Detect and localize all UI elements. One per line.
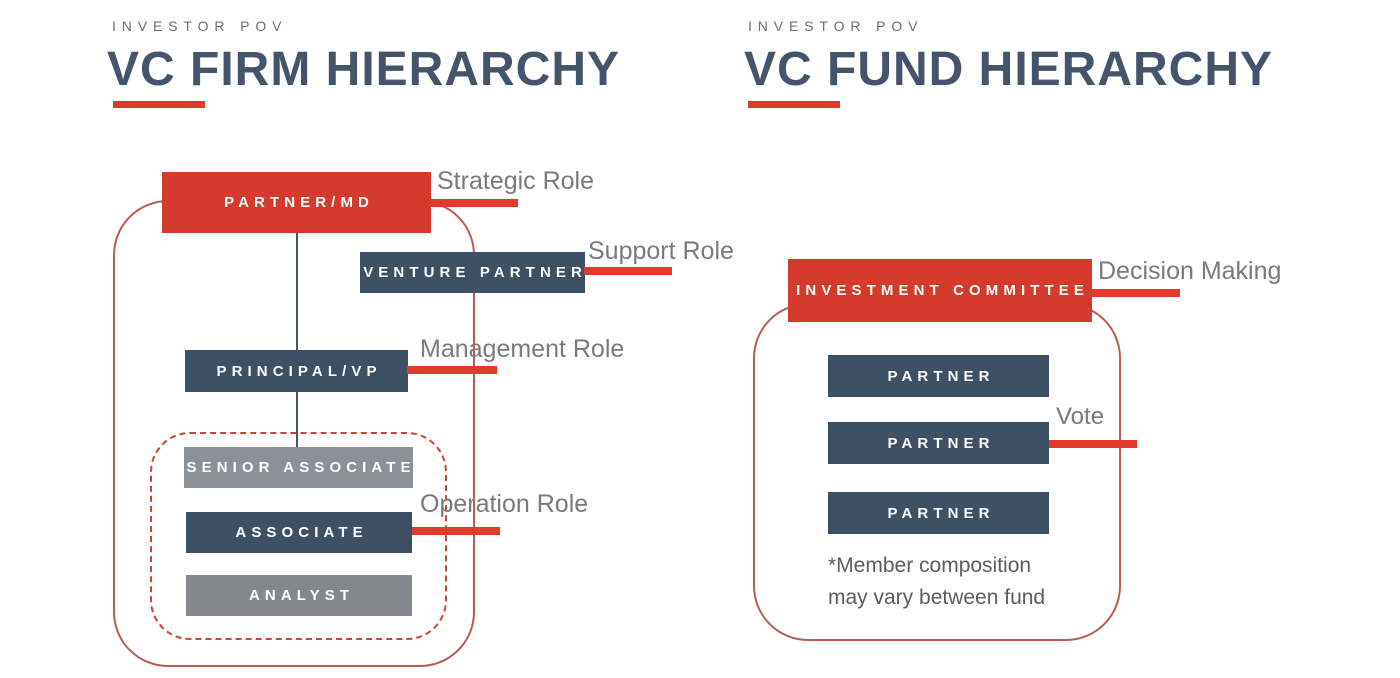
node-partner-1-label: PARTNER xyxy=(887,367,995,385)
decision-making-pointer-line xyxy=(1092,289,1180,297)
node-associate: ASSOCIATE xyxy=(186,512,412,553)
node-venture-partner: VENTURE PARTNER xyxy=(360,252,585,293)
management-role-label: Management Role xyxy=(420,335,625,363)
node-partner-3: PARTNER xyxy=(828,492,1049,534)
left-title-underline xyxy=(113,101,205,108)
node-investment-committee: INVESTMENT COMMITTEE xyxy=(788,259,1092,322)
node-venture-partner-label: VENTURE PARTNER xyxy=(363,264,587,281)
right-title-underline xyxy=(748,101,840,108)
left-eyebrow-label: INVESTOR POV xyxy=(112,18,288,34)
node-principal-vp-label: PRINCIPAL/VP xyxy=(216,362,382,380)
member-footnote-line1: *Member composition xyxy=(828,554,1032,577)
node-partner-md-label: PARTNER/MD xyxy=(224,194,374,211)
node-associate-label: ASSOCIATE xyxy=(235,524,368,541)
node-partner-md: PARTNER/MD xyxy=(162,172,431,233)
vote-label: Vote xyxy=(1056,403,1105,430)
support-role-pointer-line xyxy=(584,267,672,275)
strategic-role-pointer-line xyxy=(430,199,518,207)
support-role-label: Support Role xyxy=(588,237,734,265)
node-principal-vp: PRINCIPAL/VP xyxy=(185,350,408,392)
left-hierarchy-connector-line xyxy=(296,233,298,448)
decision-making-label: Decision Making xyxy=(1098,257,1282,285)
operation-role-pointer-line xyxy=(412,527,500,535)
node-analyst-label: ANALYST xyxy=(248,587,355,604)
member-footnote-line2: may vary between fund xyxy=(828,586,1046,609)
node-partner-2-label: PARTNER xyxy=(887,434,995,452)
node-analyst: ANALYST xyxy=(186,575,412,616)
node-senior-associate-label: SENIOR ASSOCIATE xyxy=(186,459,416,476)
vote-pointer-line xyxy=(1049,440,1137,448)
left-page-title: VC FIRM HIERARCHY xyxy=(107,43,621,96)
node-senior-associate: SENIOR ASSOCIATE xyxy=(184,447,413,488)
node-partner-3-label: PARTNER xyxy=(887,504,995,522)
management-role-pointer-line xyxy=(407,366,497,374)
node-investment-committee-label: INVESTMENT COMMITTEE xyxy=(796,282,1089,299)
left-operations-dashed-frame xyxy=(150,432,447,640)
right-eyebrow-label: INVESTOR POV xyxy=(748,18,924,34)
operation-role-label: Operation Role xyxy=(420,490,589,518)
right-page-title: VC FUND HIERARCHY xyxy=(744,43,1274,96)
node-partner-1: PARTNER xyxy=(828,355,1049,397)
node-partner-2: PARTNER xyxy=(828,422,1049,464)
strategic-role-label: Strategic Role xyxy=(437,167,595,195)
